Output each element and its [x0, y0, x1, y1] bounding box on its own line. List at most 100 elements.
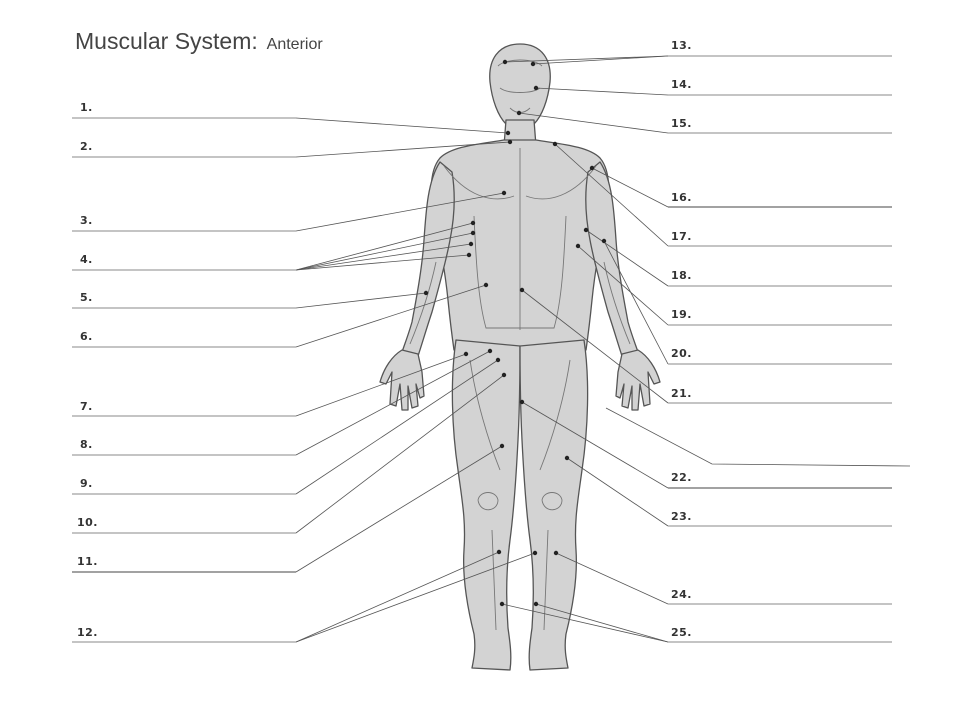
- dot-22: [519, 399, 525, 405]
- leader-1: [295, 117, 509, 134]
- dot-17: [552, 141, 558, 147]
- label-22: 22.: [671, 471, 692, 484]
- dot-19: [575, 243, 581, 249]
- leader-19: [577, 245, 669, 326]
- leader-7: [295, 353, 467, 417]
- label-6: 6.: [80, 330, 93, 343]
- pectoral-line-left: [443, 165, 515, 200]
- thigh-lines: [469, 359, 571, 471]
- dot-10: [501, 372, 507, 378]
- label-11: 11.: [77, 555, 98, 568]
- dot-21: [519, 287, 525, 293]
- leader-21: [521, 289, 669, 404]
- label-9: 9.: [80, 477, 93, 490]
- label-1: 1.: [80, 101, 93, 114]
- leader-15: [518, 112, 669, 134]
- answer-blanks: [72, 55, 892, 643]
- dot-24: [553, 550, 559, 556]
- label-14: 14.: [671, 78, 692, 91]
- label-21: 21.: [671, 387, 692, 400]
- label-15: 15.: [671, 117, 692, 130]
- label-2: 2.: [80, 140, 93, 153]
- label-10: 10.: [77, 516, 98, 529]
- left-hand: [379, 349, 425, 411]
- leader-4c: [295, 243, 472, 271]
- label-3: 3.: [80, 214, 93, 227]
- leader-8: [295, 350, 491, 456]
- label-19: 19.: [671, 308, 692, 321]
- number-labels: 1. 2. 3. 4. 5. 6. 7. 8. 9. 10. 11. 12. 1…: [77, 39, 692, 639]
- leader-4b: [295, 232, 474, 271]
- leader-13a: [504, 55, 669, 63]
- leader-6: [295, 284, 487, 348]
- abdomen-outline: [473, 215, 567, 329]
- leader-16: [591, 167, 669, 208]
- dot-25b: [533, 601, 539, 607]
- title-sub: Anterior: [266, 36, 323, 53]
- label-23: 23.: [671, 510, 692, 523]
- leader-13b: [532, 55, 669, 65]
- anterior-body-figure: [379, 43, 661, 671]
- label-5: 5.: [80, 291, 93, 304]
- leader-12b: [295, 552, 536, 643]
- label-8: 8.: [80, 438, 93, 451]
- dot-14: [533, 85, 539, 91]
- pointer-dots: [423, 59, 607, 607]
- dot-12b: [532, 550, 538, 556]
- dot-4c: [468, 241, 474, 247]
- dot-23: [564, 455, 570, 461]
- dot-8: [487, 348, 493, 354]
- dot-5: [423, 290, 429, 296]
- dot-2: [507, 139, 513, 145]
- leader-14: [535, 87, 669, 96]
- dot-12a: [496, 549, 502, 555]
- dot-3: [501, 190, 507, 196]
- dot-7: [463, 351, 469, 357]
- label-4: 4.: [80, 253, 93, 266]
- label-25: 25.: [671, 626, 692, 639]
- page-title: Muscular System: Anterior: [75, 20, 323, 57]
- dot-18: [583, 227, 589, 233]
- shin-lines: [491, 529, 549, 631]
- leader-12a: [295, 551, 500, 643]
- dot-13a: [502, 59, 508, 65]
- dot-9: [495, 357, 501, 363]
- knee-caps: [477, 492, 563, 511]
- label-24: 24.: [671, 588, 692, 601]
- leader-22: [521, 401, 669, 489]
- dot-4d: [466, 252, 472, 258]
- dot-20: [601, 238, 607, 244]
- leader-24: [555, 552, 669, 605]
- dot-15: [516, 110, 522, 116]
- leader-4d: [295, 254, 470, 271]
- dot-4b: [470, 230, 476, 236]
- label-17: 17.: [671, 230, 692, 243]
- label-7: 7.: [80, 400, 93, 413]
- right-arm: [585, 161, 639, 357]
- leader-25a: [501, 603, 669, 643]
- leader-9: [295, 359, 499, 495]
- dot-1: [505, 130, 511, 136]
- left-leg: [451, 339, 521, 671]
- label-12: 12.: [77, 626, 98, 639]
- left-arm: [401, 161, 455, 357]
- leader-23: [566, 457, 669, 527]
- dot-16: [589, 165, 595, 171]
- leader-11: [295, 445, 503, 573]
- leader-18: [585, 229, 669, 287]
- dot-6: [483, 282, 489, 288]
- dot-25a: [499, 601, 505, 607]
- label-13: 13.: [671, 39, 692, 52]
- label-16: 16.: [671, 191, 692, 204]
- leader-20: [603, 240, 669, 365]
- label-18: 18.: [671, 269, 692, 282]
- dot-4a: [470, 220, 476, 226]
- leader-10: [295, 374, 505, 534]
- leader-4a: [295, 222, 474, 271]
- leader-5: [295, 292, 427, 309]
- leader-25b: [535, 603, 669, 643]
- title-main: Muscular System:: [75, 28, 258, 54]
- leader-unnumbered: [605, 407, 911, 467]
- dot-11: [499, 443, 505, 449]
